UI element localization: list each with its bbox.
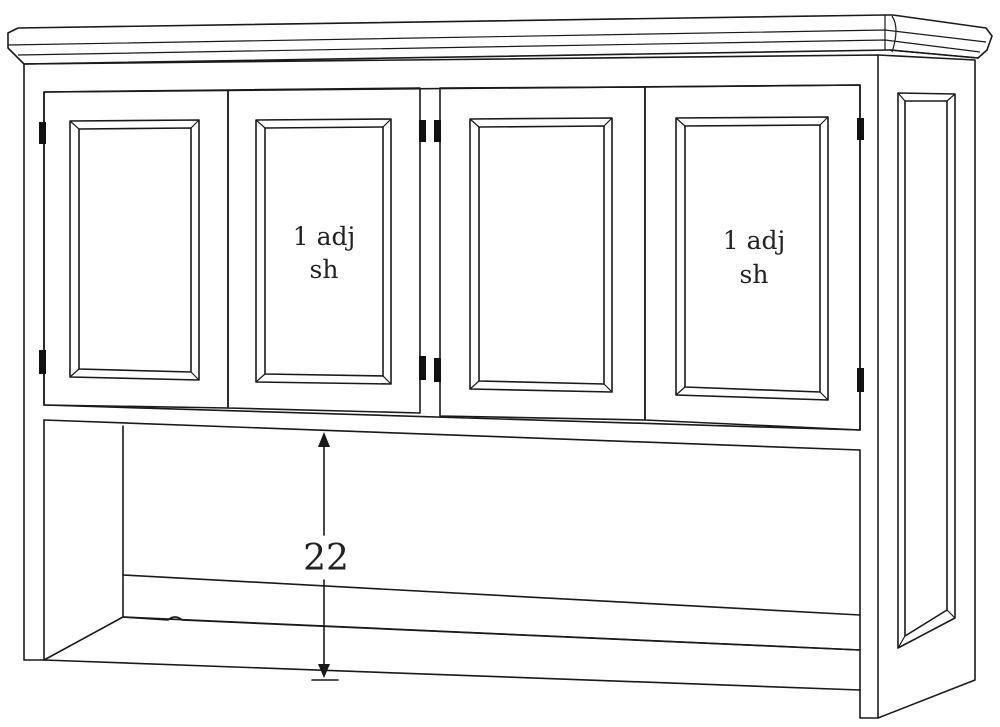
hinge-icon — [434, 358, 441, 382]
arrow-up-icon — [318, 432, 330, 447]
hinges — [39, 118, 864, 392]
door-4-label-line2: sh — [740, 260, 769, 289]
door-2[interactable]: 1 adj sh — [227, 87, 421, 414]
door-4-label-line1: 1 adj — [723, 226, 786, 255]
door-2-label-line1: 1 adj — [293, 222, 356, 251]
door-3[interactable] — [439, 86, 646, 421]
door-2-label-line2: sh — [310, 255, 339, 284]
hinge-icon — [39, 350, 46, 374]
hinge-icon — [39, 122, 46, 144]
hinge-icon — [857, 118, 864, 140]
open-shelf-area — [43, 419, 861, 691]
door-4[interactable]: 1 adj sh — [644, 84, 861, 431]
hinge-icon — [419, 356, 426, 380]
crown-molding — [7, 14, 993, 65]
arrow-down-icon — [318, 664, 330, 678]
side-panel — [897, 92, 956, 649]
hinge-icon — [419, 120, 426, 142]
hinge-icon — [857, 368, 864, 392]
hinge-icon — [434, 120, 441, 142]
door-opening — [43, 84, 861, 431]
cabinet-carcass — [23, 49, 979, 719]
door-1[interactable] — [43, 89, 229, 409]
dimension-value: 22 — [303, 538, 349, 579]
height-dimension: 22 — [303, 432, 349, 681]
